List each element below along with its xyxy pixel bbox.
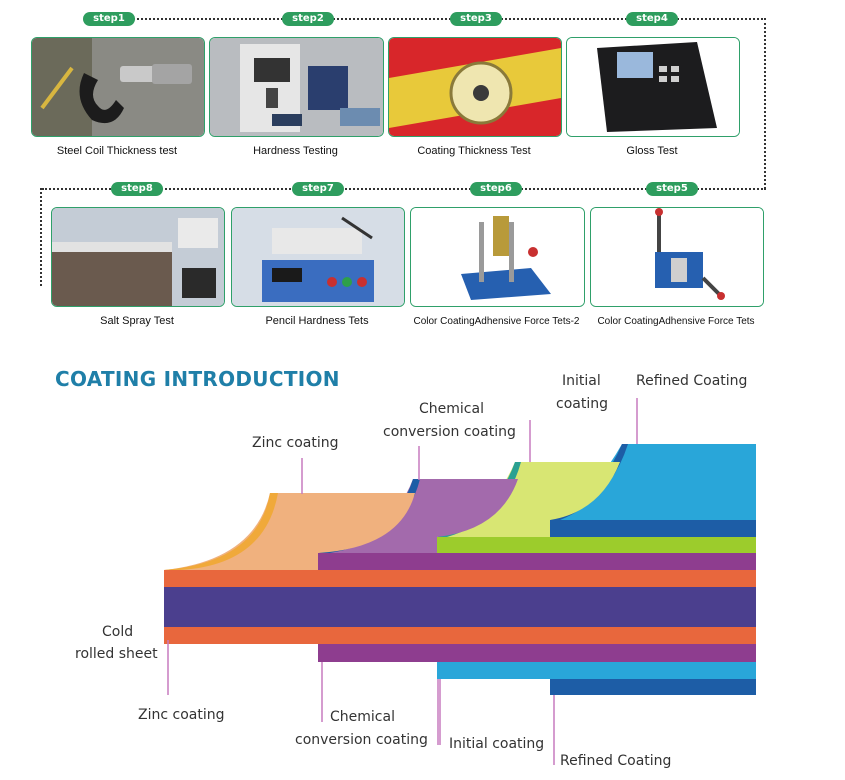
step5-photo <box>590 207 764 307</box>
hardness-tester-photo-icon <box>210 38 383 136</box>
pencil-tester-photo-icon <box>232 208 404 306</box>
connector-top <box>130 18 766 20</box>
gloss-meter-photo-icon <box>567 38 739 136</box>
step3-photo <box>388 37 562 137</box>
chem-coating-top-layer <box>318 479 518 553</box>
label-chem-top-2: conversion coating <box>383 424 516 440</box>
label-zinc-top: Zinc coating <box>252 435 339 451</box>
initial-coating-bottom-band <box>437 662 756 679</box>
step3-badge: step3 <box>450 12 502 26</box>
refined-coating-top-layer <box>550 444 756 520</box>
micrometer-photo-icon <box>32 38 204 136</box>
step4-badge: step4 <box>626 12 678 26</box>
label-chem-bottom-1: Chemical <box>330 709 395 725</box>
initial-coating-top-band <box>437 537 756 553</box>
step2-caption: Hardness Testing <box>253 145 338 157</box>
label-refined-top: Refined Coating <box>636 373 748 389</box>
drop-tester-photo-icon <box>411 208 584 306</box>
zinc-coating-bottom-band <box>164 627 756 644</box>
label-cold-2: rolled sheet <box>75 646 158 662</box>
label-chem-bottom-2: conversion coating <box>295 732 428 748</box>
cold-rolled-core <box>164 587 756 627</box>
step6-caption: Color CoatingAdhensive Force Tets-2 <box>413 316 580 327</box>
step7-badge: step7 <box>292 182 344 196</box>
label-zinc-bottom: Zinc coating <box>138 707 225 723</box>
chem-coating-top-band <box>318 553 756 570</box>
step4-caption: Gloss Test <box>626 145 678 157</box>
impact-tester-photo-icon <box>591 208 763 306</box>
step2-badge: step2 <box>282 12 334 26</box>
label-refined-bottom: Refined Coating <box>560 753 672 769</box>
connector-middle <box>42 188 766 190</box>
zinc-coating-top-layer <box>164 493 415 570</box>
step8-badge: step8 <box>111 182 163 196</box>
step2-photo <box>209 37 384 137</box>
step7-caption: Pencil Hardness Tets <box>265 315 369 327</box>
label-initial-top-2: coating <box>556 396 608 412</box>
salt-spray-photo-icon <box>52 208 224 306</box>
connector-right <box>764 18 766 189</box>
zinc-coating-top-band <box>164 570 756 587</box>
refined-coating-top-edge <box>550 444 628 520</box>
step1-caption: Steel Coil Thickness test <box>56 145 178 157</box>
label-initial-bottom: Initial coating <box>449 736 545 752</box>
chem-coating-bottom-band <box>318 644 756 662</box>
section-title: COATING INTRODUCTION <box>55 367 340 391</box>
step1-badge: step1 <box>83 12 135 26</box>
label-cold-1: Cold <box>102 624 134 640</box>
zinc-coating-top-edge <box>164 493 278 570</box>
label-chem-top-1: Chemical <box>419 401 484 417</box>
leader-lines <box>167 398 638 765</box>
step8-caption: Salt Spray Test <box>100 315 174 327</box>
step5-badge: step5 <box>646 182 698 196</box>
step6-badge: step6 <box>470 182 522 196</box>
step5-caption: Color CoatingAdhensive Force Tets <box>597 316 755 327</box>
initial-coating-top-layer <box>437 462 620 537</box>
step4-photo <box>566 37 740 137</box>
coating-gauge-photo-icon <box>389 38 561 136</box>
step7-photo <box>231 207 405 307</box>
step3-caption: Coating Thickness Test <box>417 145 531 157</box>
step6-photo <box>410 207 585 307</box>
initial-coating-top-edge <box>437 462 521 537</box>
label-initial-top-1: Initial <box>562 373 601 389</box>
refined-coating-top-band <box>550 520 756 537</box>
chem-coating-top-edge <box>318 479 420 553</box>
connector-left <box>40 188 42 286</box>
refined-coating-bottom-band <box>550 679 756 695</box>
step1-photo <box>31 37 205 137</box>
step8-photo <box>51 207 225 307</box>
